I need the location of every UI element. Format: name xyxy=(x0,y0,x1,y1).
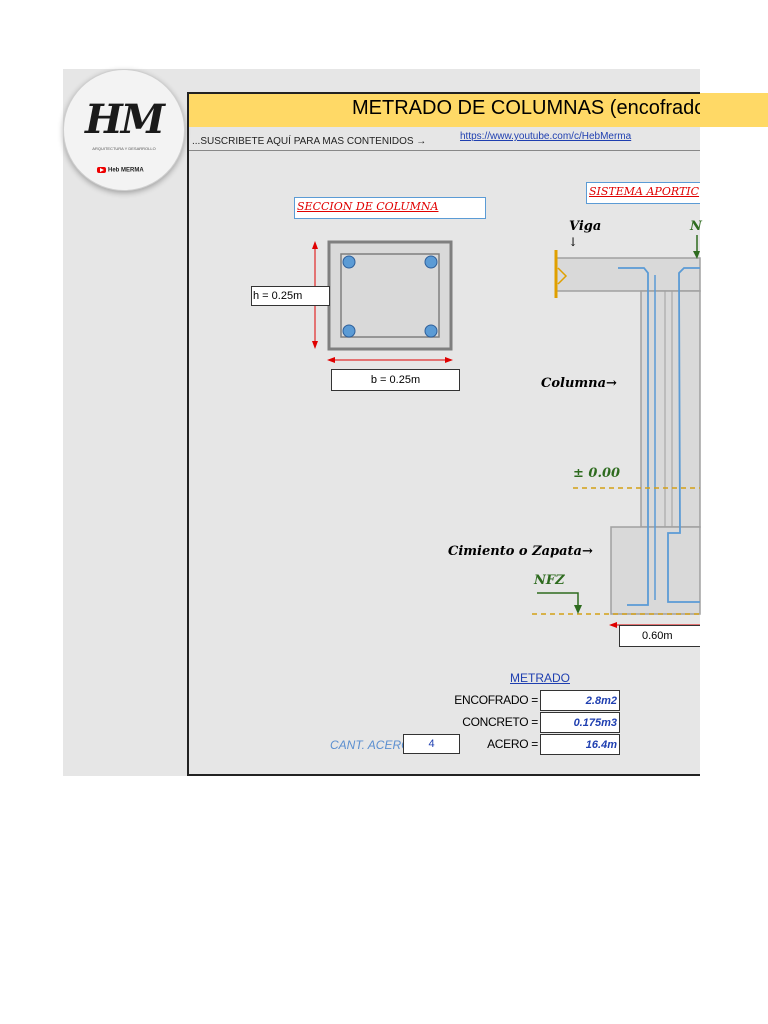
cant-acero-label: CANT. ACERO: xyxy=(330,738,414,752)
nfz-label: NFZ xyxy=(534,573,565,588)
column-section-stirrup xyxy=(340,253,440,338)
viga-arrow-icon: ↓ xyxy=(568,235,579,249)
b-arrow-left xyxy=(327,357,335,363)
encofrado-label: ENCOFRADO = xyxy=(454,693,538,707)
rebar-bottom-right xyxy=(424,324,438,338)
h-arrow-bottom xyxy=(312,341,318,349)
cimiento-label: Cimiento o Zapata→ xyxy=(448,544,593,559)
beam xyxy=(555,257,701,292)
nfz-arrow-line xyxy=(537,592,579,610)
logo-mark: HM xyxy=(84,96,165,143)
youtube-icon xyxy=(97,167,106,173)
rebar-bottom-left xyxy=(342,324,356,338)
metrado-title: METRADO xyxy=(510,671,570,685)
logo-channel-name: Heb MERMA xyxy=(108,167,144,174)
rebar-right xyxy=(667,267,700,603)
logo-youtube-channel: Heb MERMA xyxy=(97,167,151,176)
acero-value: 16.4m xyxy=(540,734,620,755)
column xyxy=(640,290,701,528)
footing-width-box: 0.60m xyxy=(619,625,700,647)
cant-acero-input[interactable]: 4 xyxy=(403,734,460,754)
rebar-left xyxy=(618,267,649,606)
system-label: SISTEMA APORTIC xyxy=(589,185,700,198)
rebar-top-left xyxy=(342,255,356,269)
columna-label: Columna→ xyxy=(541,376,617,391)
brand-logo: HM ARQUITECTURA Y DESARROLLO Heb MERMA xyxy=(63,69,185,191)
concreto-value: 0.175m3 xyxy=(540,712,620,733)
title-bar xyxy=(189,93,768,127)
rebar-top-right xyxy=(424,255,438,269)
footing-width-arrow-left xyxy=(609,622,617,628)
level-label: ± 0.00 xyxy=(573,466,621,481)
b-arrow-right xyxy=(445,357,453,363)
subscribe-row xyxy=(189,128,700,151)
concreto-label: CONCRETO = xyxy=(462,715,538,729)
footing-width-label: 0.60m xyxy=(642,630,673,642)
h-arrow-top xyxy=(312,241,318,249)
system-label-box: SISTEMA APORTIC xyxy=(586,182,700,204)
encofrado-value: 2.8m2 xyxy=(540,690,620,711)
viga-label: Viga xyxy=(569,219,602,234)
page-title: METRADO DE COLUMNAS (encofrado xyxy=(352,97,700,119)
section-label-box: SECCION DE COLUMNA xyxy=(294,197,486,219)
section-label: SECCION DE COLUMNA xyxy=(297,200,439,213)
logo-subtitle: ARQUITECTURA Y DESARROLLO xyxy=(92,146,156,151)
b-dimension-label: b = 0.25m xyxy=(370,374,421,386)
h-dimension-label: h = 0.25m xyxy=(253,290,303,302)
n-arrow-head xyxy=(693,251,700,259)
nfz-arrow-head xyxy=(574,605,582,614)
subscribe-text: ...SUSCRIBETE AQUÍ PARA MAS CONTENIDOS → xyxy=(192,136,427,147)
h-dimension-box: h = 0.25m xyxy=(251,286,330,306)
n-label: N xyxy=(690,219,702,234)
beam-cut-mark xyxy=(557,267,568,285)
b-dimension-box: b = 0.25m xyxy=(331,369,460,391)
youtube-link[interactable]: https://www.youtube.com/c/HebMerma xyxy=(460,131,632,142)
acero-label: ACERO = xyxy=(487,737,538,751)
sheet-frame xyxy=(187,92,700,776)
